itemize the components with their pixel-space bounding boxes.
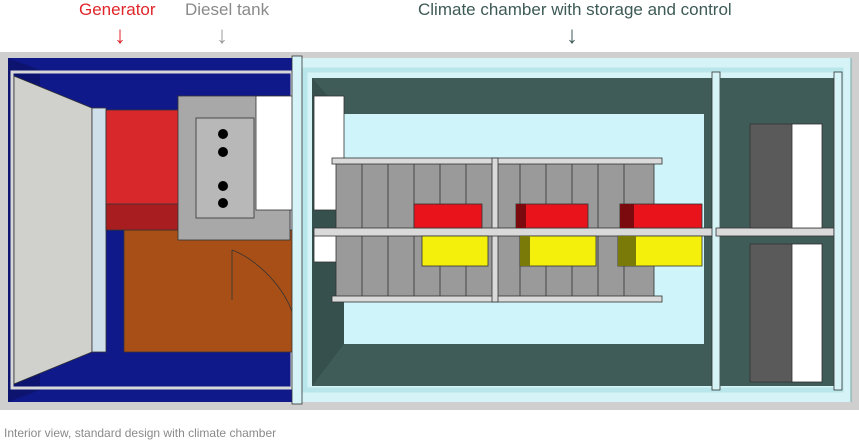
climate-chamber-arrow-icon: ↓ bbox=[566, 22, 578, 49]
control-room-shelf bbox=[715, 227, 835, 237]
electrical-cabinet bbox=[255, 95, 295, 211]
control-cabinet-bottom-door bbox=[791, 243, 823, 383]
container-bottom-rail bbox=[0, 402, 859, 410]
yellow-box-2 bbox=[519, 235, 597, 267]
yellow-box-3-shadow bbox=[618, 236, 636, 266]
red-box-2 bbox=[515, 203, 589, 229]
control-room bbox=[711, 71, 843, 391]
generator-room bbox=[8, 58, 329, 402]
generator-arrow-icon: ↓ bbox=[114, 22, 126, 49]
generator-base bbox=[105, 203, 181, 231]
control-room-right-post bbox=[833, 71, 843, 391]
climate-chamber-label: Climate chamber with storage and control bbox=[418, 0, 732, 19]
yellow-box-2-shadow bbox=[520, 236, 530, 266]
diesel-tank-label: Diesel tank bbox=[185, 0, 270, 19]
red-box-2-shadow bbox=[516, 204, 526, 228]
red-box-1 bbox=[413, 203, 483, 229]
container-top-rail bbox=[0, 52, 859, 58]
chamber-divider-post bbox=[291, 55, 303, 405]
climate-chamber bbox=[295, 55, 852, 405]
tank-port-1 bbox=[218, 129, 228, 139]
rack-center-beam bbox=[313, 227, 717, 237]
red-box-3-shadow bbox=[620, 204, 634, 228]
generator-room-panel bbox=[91, 107, 107, 353]
container-interior-drawing bbox=[0, 52, 859, 410]
yellow-box-1 bbox=[421, 235, 489, 267]
figure-caption: Interior view, standard design with clim… bbox=[4, 426, 277, 440]
control-cabinet-top-door bbox=[791, 123, 823, 229]
storage-rack bbox=[313, 157, 717, 303]
tank-port-4 bbox=[218, 198, 228, 208]
tank-port-3 bbox=[218, 181, 228, 191]
tank-port-2 bbox=[218, 147, 228, 157]
generator-label: Generator bbox=[79, 0, 156, 19]
diesel-tank-arrow-icon: ↓ bbox=[216, 22, 228, 49]
generator-room-back-wall bbox=[13, 75, 93, 385]
storage-boxes bbox=[413, 203, 703, 267]
